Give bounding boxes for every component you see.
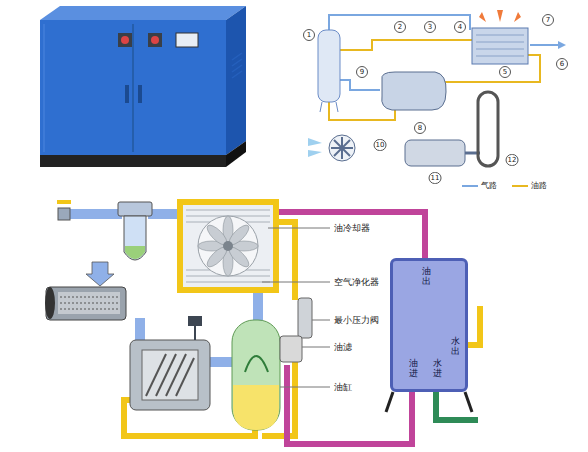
legend-line bbox=[512, 185, 528, 187]
callout-number: 4 bbox=[454, 21, 466, 33]
part-label: 油滤 bbox=[334, 342, 352, 353]
part-label: 空气净化器 bbox=[334, 277, 379, 288]
part-label: 油缸 bbox=[334, 382, 352, 393]
intake-filter bbox=[45, 287, 126, 320]
callout-number: 7 bbox=[542, 14, 554, 26]
callout-number: 3 bbox=[424, 21, 436, 33]
screw-airend bbox=[130, 340, 210, 410]
callout-number: 2 bbox=[394, 21, 406, 33]
callout-number: 9 bbox=[356, 66, 368, 78]
port-label: 油进 bbox=[409, 359, 418, 379]
callout-number: 5 bbox=[499, 66, 511, 78]
part-label: 油冷却器 bbox=[334, 223, 370, 234]
callout-number: 10 bbox=[374, 139, 387, 151]
leader-line bbox=[262, 228, 330, 387]
callout-number: 8 bbox=[414, 122, 426, 134]
callout-number: 6 bbox=[556, 58, 568, 70]
callout-number: 1 bbox=[303, 29, 315, 41]
flow-schematic bbox=[308, 10, 566, 166]
legend-line bbox=[462, 185, 478, 187]
legend-text: 油路 bbox=[531, 182, 547, 190]
legend-text: 气路 bbox=[481, 182, 497, 190]
port-label: 油出 bbox=[422, 267, 431, 287]
callout-number: 11 bbox=[429, 172, 442, 184]
compressor-cabinet bbox=[40, 6, 246, 167]
port-label: 水出 bbox=[451, 337, 460, 357]
callout-number: 12 bbox=[506, 154, 519, 166]
air-purifier bbox=[118, 202, 152, 260]
heat-exchanger: 油出水出油进水进 bbox=[390, 258, 468, 392]
port-label: 水进 bbox=[433, 359, 442, 379]
part-label: 最小压力阀 bbox=[334, 315, 379, 326]
oil-tank bbox=[232, 320, 280, 430]
oil-cooler bbox=[180, 202, 276, 290]
